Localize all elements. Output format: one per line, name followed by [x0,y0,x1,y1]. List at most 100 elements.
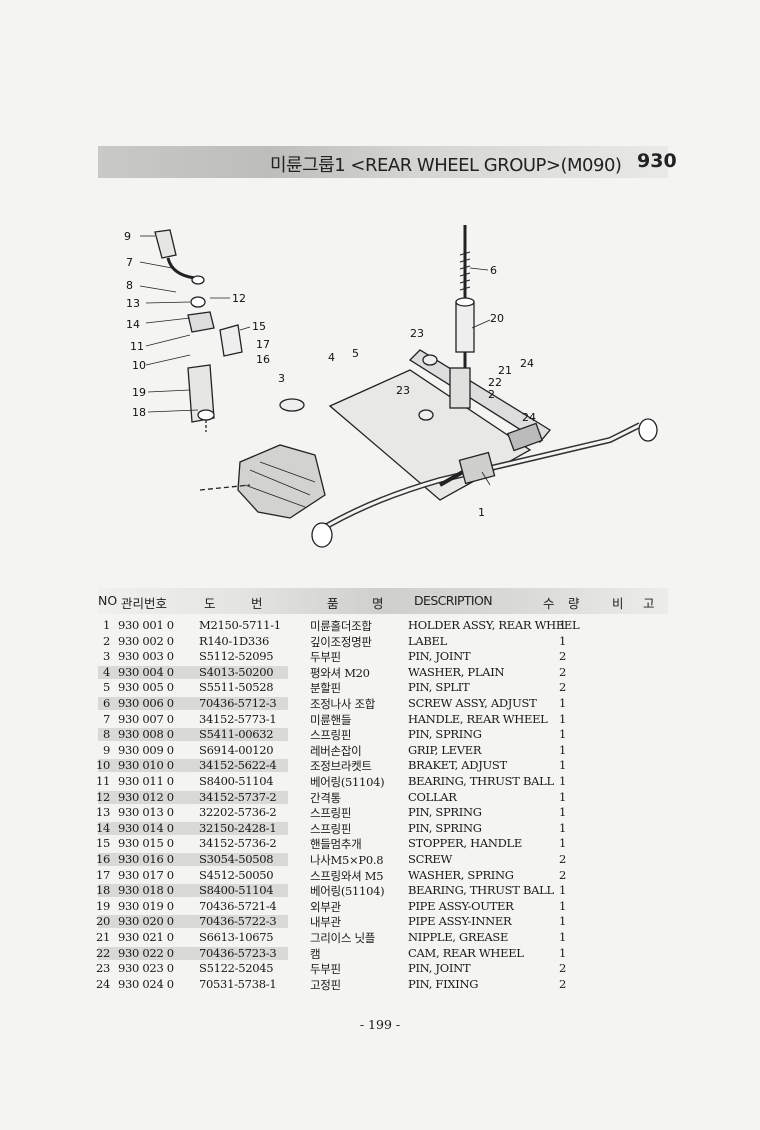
management-number: 930 015 0 [118,836,174,851]
part-description: STOPPER, HANDLE [408,836,522,851]
part-description: PIN, JOINT [408,961,471,976]
part-number-index: 16 [96,852,111,866]
callout-7: 7 [126,256,133,269]
callout-15: 15 [252,320,266,333]
page-title: 미륜그룹1 <REAR WHEEL GROUP>(M090) [270,155,622,176]
header-description: DESCRIPTION [414,593,493,608]
part-number-index: 2 [102,633,110,648]
drawing-number: 70531-5738-1 [199,976,277,991]
part-name-korean: 평와셔 M20 [310,665,370,680]
part-number-index: 5 [102,680,110,695]
header-no: NO [98,593,118,608]
part-name-korean: 두부핀 [310,650,341,665]
part-name-korean: 스프링핀 [310,806,352,821]
callout-8: 8 [126,279,133,292]
callout-21: 21 [498,364,512,377]
part-number-index: 12 [96,789,111,804]
left-wheel-hub [311,522,333,548]
part-name-korean: 외부관 [310,899,341,914]
drawing-number: 32202-5736-2 [199,805,277,820]
callout-19: 19 [132,386,146,399]
part-name-korean: 간격통 [310,790,341,805]
part-number-index: 7 [102,711,110,726]
drawing-number: R140-1D336 [199,633,269,648]
drawing-number: 70436-5723-3 [199,945,277,960]
quantity: 1 [559,633,567,648]
quantity: 1 [559,789,567,804]
quantity: 1 [559,914,567,929]
part-name-korean: 캠 [310,946,321,961]
part-name-korean: 그리이스 닛플 [310,931,376,945]
part-number-index: 1 [102,618,110,632]
quantity: 1 [559,758,567,773]
callout-22: 22 [488,376,502,389]
quantity: 1 [559,711,567,726]
row-highlight [98,884,288,898]
part-description: BEARING, THRUST BALL [408,774,554,788]
part-description: PIN, FIXING [408,976,479,991]
page-number: - 199 - [359,1017,401,1032]
part-number-index: 10 [96,758,111,773]
management-number: 930 004 0 [118,664,174,679]
callout-9: 9 [124,230,131,243]
part-name-korean: 고정핀 [310,977,341,992]
right-wheel-hub [638,418,658,442]
callout-4: 4 [328,351,335,364]
quantity: 2 [559,976,567,991]
drawing-number: S5122-52045 [199,961,274,976]
stopper [219,324,243,357]
quantity: 1 [559,930,567,944]
part-name-korean: 베어링(51104) [310,884,385,899]
management-number: 930 021 0 [118,930,174,944]
quantity: 1 [559,774,567,788]
part-description: PIPE ASSY-OUTER [408,898,514,913]
callout-5: 5 [352,347,359,360]
part-name-korean: 베어링(51104) [310,775,385,789]
quantity: 2 [559,649,567,664]
callout-12: 12 [232,292,246,305]
part-number-index: 11 [96,774,111,788]
management-number: 930 016 0 [118,852,174,866]
part-name-korean: 미륜홀더조합 [310,619,372,633]
part-number-index: 19 [96,898,111,913]
callout-17: 17 [256,338,270,351]
drawing-number: 70436-5722-3 [199,914,277,929]
row-highlight [98,853,288,866]
header-qty-b: 량 [568,596,580,611]
part-description: PIN, JOINT [408,649,471,664]
cam-plate [506,422,544,452]
callout-23b: 23 [396,384,410,397]
quantity: 1 [559,618,567,632]
part-name-korean: 조정브라켓트 [310,759,372,774]
drawing-number: 70436-5721-4 [199,898,277,913]
row-highlight [98,665,288,679]
quantity: 2 [559,680,567,695]
drawing-number: 34152-5737-2 [199,789,277,804]
quantity: 2 [559,852,567,866]
part-name-korean: 미륜핸들 [310,712,352,727]
part-number-index: 21 [96,930,111,944]
management-number: 930 020 0 [118,914,174,929]
part-description: PIN, SPRING [408,805,482,820]
drawing-number: 70436-5712-3 [199,696,277,710]
management-number: 930 013 0 [118,805,174,820]
handle-grip [154,229,177,259]
part-number-index: 6 [102,696,110,710]
part-description: BRAKET, ADJUST [408,758,507,773]
part-number-index: 9 [102,742,110,757]
handle-crank [166,257,196,280]
quantity: 1 [559,805,567,820]
part-name-korean: 내부관 [310,915,341,930]
management-number: 930 005 0 [118,680,174,695]
